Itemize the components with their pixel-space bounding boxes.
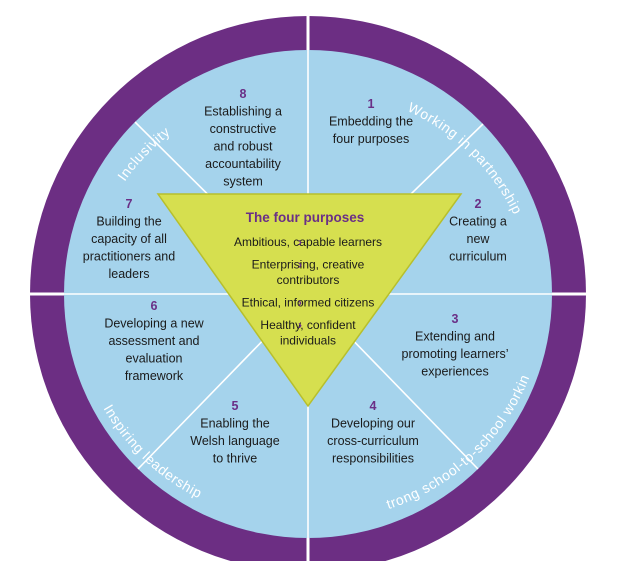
segment-text-line: system bbox=[223, 175, 263, 189]
segment-text-line: and robust bbox=[213, 140, 273, 154]
segment-text-line: Embedding the bbox=[329, 115, 413, 129]
segment-text-line: Establishing a bbox=[204, 105, 282, 119]
purpose-item: Ambitious, capable learners› bbox=[234, 235, 382, 249]
purpose-item-text: Ethical, informed citizens bbox=[242, 296, 375, 310]
chevron-right-icon: › bbox=[298, 296, 302, 310]
segment-text-line: accountability bbox=[205, 157, 281, 171]
segment-text-line: constructive bbox=[210, 122, 277, 136]
purpose-item-text: Healthy, confident bbox=[260, 318, 356, 332]
segment-text-line: promoting learners’ bbox=[402, 347, 509, 361]
segment-text-line: framework bbox=[125, 369, 184, 383]
segment-text-line: Developing our bbox=[331, 417, 415, 431]
segment-text-line: assessment and bbox=[108, 334, 199, 348]
segment-number: 2 bbox=[475, 197, 482, 211]
segment-text-line: responsibilities bbox=[332, 452, 414, 466]
segment-number: 7 bbox=[126, 197, 133, 211]
segment-text-line: Developing a new bbox=[104, 317, 204, 331]
segment-text-line: Creating a bbox=[449, 215, 507, 229]
chevron-right-icon: › bbox=[298, 258, 302, 272]
segment-number: 5 bbox=[232, 399, 239, 413]
chevron-right-icon: › bbox=[298, 235, 302, 249]
segment-number: 4 bbox=[370, 399, 377, 413]
four-purposes-title: The four purposes bbox=[246, 210, 365, 225]
segment-text-line: cross-curriculum bbox=[327, 434, 419, 448]
four-purposes-triangle bbox=[156, 193, 463, 408]
segment-text-line: Welsh language bbox=[190, 434, 279, 448]
segment-text-line: leaders bbox=[109, 267, 150, 281]
purpose-item: Ethical, informed citizens› bbox=[242, 296, 375, 310]
purpose-item: Healthy, confident› individuals bbox=[260, 318, 356, 348]
segment-text-line: practitioners and bbox=[83, 250, 175, 264]
segment-number: 1 bbox=[368, 97, 375, 111]
purpose-item: Enterprising, creative›contributors bbox=[252, 258, 365, 288]
purpose-item-text: Ambitious, capable learners bbox=[234, 235, 382, 249]
segment-text-line: four purposes bbox=[333, 132, 409, 146]
segment-text-line: new bbox=[467, 232, 491, 246]
segment-text-line: Extending and bbox=[415, 330, 495, 344]
segment-text-line: Enabling the bbox=[200, 417, 270, 431]
segment-number: 6 bbox=[151, 299, 158, 313]
segment-text-line: capacity of all bbox=[91, 232, 167, 246]
segment-text-line: to thrive bbox=[213, 452, 258, 466]
chevron-right-icon: › bbox=[298, 318, 302, 332]
segment-text-line: experiences bbox=[421, 365, 488, 379]
purpose-item-text: individuals bbox=[280, 334, 336, 348]
ring-dividers bbox=[30, 16, 586, 561]
segment-text-line: Building the bbox=[96, 215, 161, 229]
purpose-item-text: contributors bbox=[277, 273, 340, 287]
purpose-item-text: Enterprising, creative bbox=[252, 258, 365, 272]
segment-text-line: evaluation bbox=[126, 352, 183, 366]
segment-number: 8 bbox=[240, 87, 247, 101]
segment-text-line: curriculum bbox=[449, 250, 507, 264]
segment-number: 3 bbox=[452, 312, 459, 326]
